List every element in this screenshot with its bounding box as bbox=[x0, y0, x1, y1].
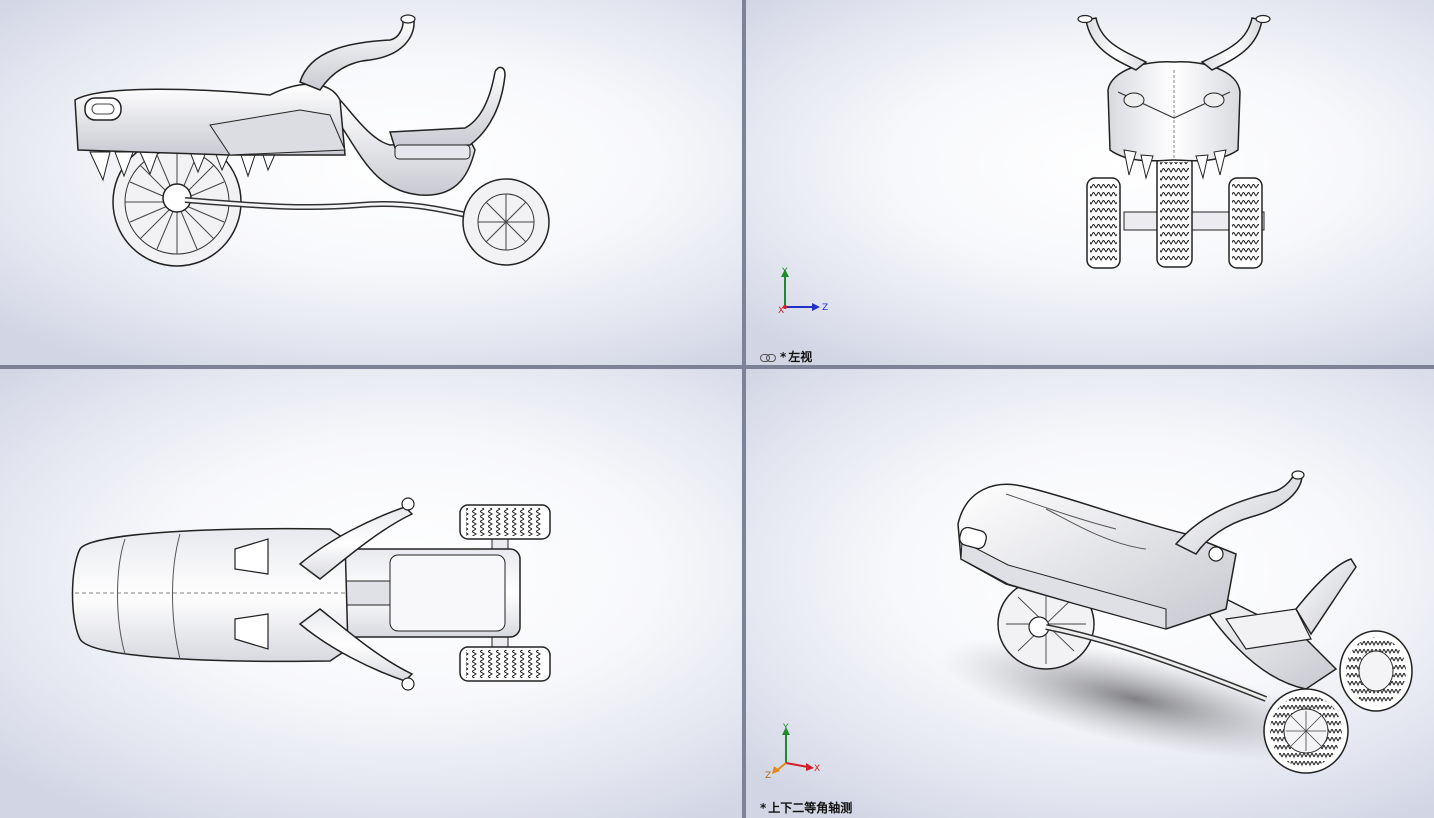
axis-triad-left: Y Z X bbox=[778, 267, 828, 315]
view-modified-marker: * bbox=[760, 801, 767, 815]
viewport-front[interactable] bbox=[0, 0, 742, 365]
triad-x-label: X bbox=[778, 306, 784, 315]
model-side-view[interactable] bbox=[0, 0, 742, 365]
triad-z-label: Z bbox=[765, 771, 771, 779]
view-name-text: 左视 bbox=[788, 350, 813, 364]
model-dimetric-view[interactable] bbox=[746, 369, 1434, 818]
model-top-view[interactable] bbox=[0, 369, 742, 818]
viewport-dimetric[interactable]: Y X Z *上下二等角轴测 bbox=[746, 369, 1434, 818]
axis-triad-dimetric: Y X Z bbox=[765, 723, 820, 779]
view-name-text: 上下二等角轴测 bbox=[768, 801, 853, 815]
triad-y-label: Y bbox=[782, 723, 789, 733]
view-name-dimetric: *上下二等角轴测 bbox=[760, 799, 852, 816]
view-modified-marker: * bbox=[780, 350, 787, 364]
viewport-left[interactable]: Y Z X *左视 bbox=[746, 0, 1434, 365]
view-name-left: *左视 bbox=[760, 348, 812, 365]
triad-y-label: Y bbox=[781, 267, 788, 277]
triad-x-label: X bbox=[814, 764, 820, 774]
model-left-view[interactable] bbox=[746, 0, 1434, 365]
viewport-top[interactable] bbox=[0, 369, 742, 818]
triad-z-label: Z bbox=[822, 303, 828, 313]
link-icon bbox=[760, 353, 776, 362]
